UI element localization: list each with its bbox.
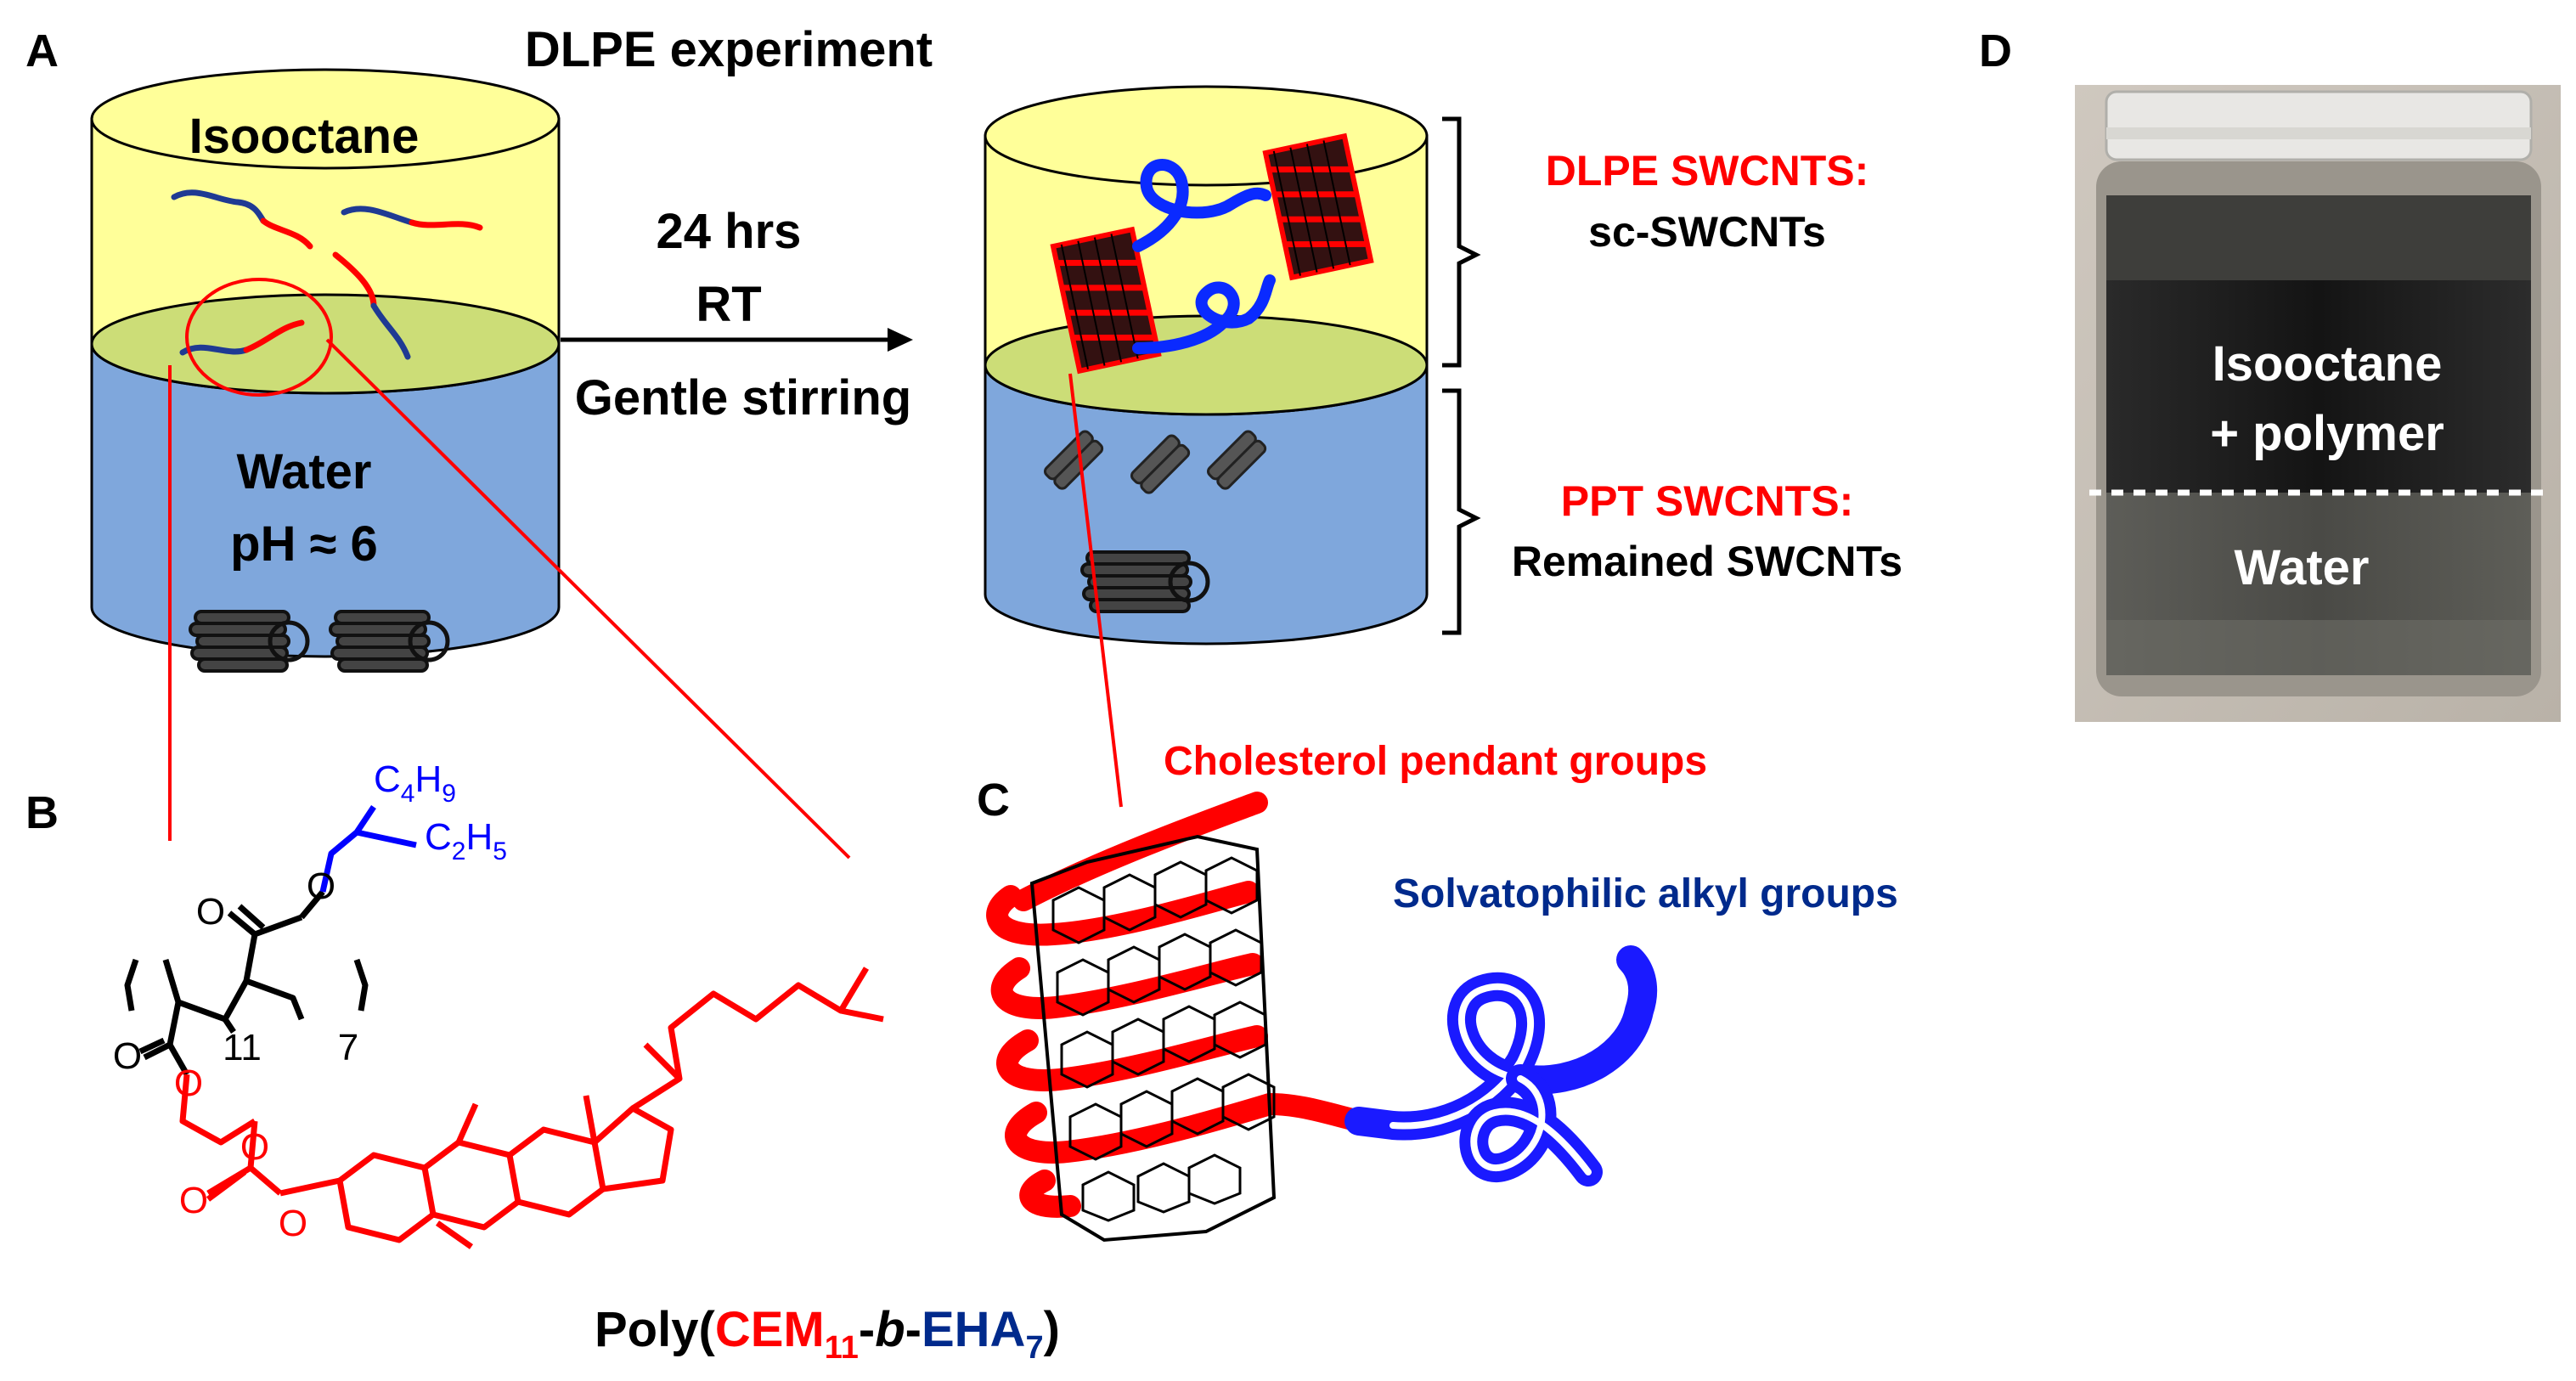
name-prefix: Poly( — [595, 1302, 715, 1357]
name-cem: CEM — [715, 1302, 825, 1357]
name-dash1: - — [859, 1302, 875, 1357]
substituent-c4h9: C4H9 — [374, 758, 456, 808]
dlpe-result-title: DLPE SWCNTS: — [1546, 147, 1869, 194]
c4h9-n: 4 — [401, 780, 415, 808]
atom-o-carbonyl-top: O — [196, 891, 225, 933]
photo-top-line2: + polymer — [2210, 406, 2444, 461]
repeat-count-7: 7 — [338, 1027, 358, 1068]
atom-o-ring: O — [279, 1203, 307, 1244]
photo-bottom: Water — [2235, 540, 2370, 595]
panel-label-a: A — [25, 25, 59, 76]
c2h5-n: 2 — [452, 837, 466, 865]
atom-o-carbonate: O — [179, 1180, 208, 1221]
phase-brackets — [1442, 116, 1481, 635]
ppt-result-sub: Remained SWCNTs — [1512, 538, 1902, 585]
c2h5-m: 5 — [493, 837, 507, 865]
dlpe-result-sub: sc-SWCNTs — [1588, 208, 1826, 256]
atom-o-carbonyl-left: O — [113, 1035, 142, 1077]
name-cem-sub: 11 — [825, 1330, 859, 1366]
chemical-structure — [124, 805, 884, 1249]
arrow-label-time: 24 hrs — [657, 204, 802, 259]
atom-o-ester-top: O — [307, 865, 335, 907]
atom-o-ether: O — [240, 1126, 269, 1168]
name-eha-sub: 7 — [1025, 1330, 1043, 1366]
arrow-label-stirring: Gentle stirring — [575, 370, 911, 426]
left-beaker-water-label: Water — [237, 444, 372, 499]
panel-label-d: D — [1979, 25, 2012, 76]
left-beaker-ph-label: pH ≈ 6 — [230, 516, 378, 572]
c2h5-c: C — [425, 816, 452, 858]
polymer-name: Poly(CEM11-b-EHA7) — [595, 1302, 1060, 1366]
arrow-label-temp: RT — [696, 277, 761, 332]
ppt-result-title: PPT SWCNTS: — [1561, 477, 1853, 525]
c4h9-m: 9 — [442, 780, 456, 808]
substituent-c2h5: C2H5 — [425, 816, 507, 865]
c4h9-h: H — [414, 758, 442, 800]
name-b: b — [875, 1302, 905, 1357]
photo-top-line1: Isooctane — [2212, 336, 2443, 392]
name-eha: EHA — [922, 1302, 1025, 1357]
c2h5-h: H — [465, 816, 493, 858]
atom-o-ester-left: O — [174, 1063, 203, 1104]
c4h9-c: C — [374, 758, 401, 800]
left-beaker: Isooctane Water pH ≈ 6 — [90, 68, 561, 673]
name-dash2: - — [905, 1302, 922, 1357]
figure-title: DLPE experiment — [525, 22, 933, 77]
right-beaker — [984, 85, 1429, 645]
jar-photo: Isooctane + polymer Water — [2075, 85, 2561, 722]
structure-atoms: O O O O O O O C4H9 C2H5 11 7 Poly(CEM11-… — [113, 758, 1060, 1366]
reaction-arrow: 24 hrs RT Gentle stirring — [561, 204, 913, 426]
cholesterol-label: Cholesterol pendant groups — [1164, 739, 1707, 784]
wrapped-nanotube — [986, 792, 1658, 1243]
callout-lines — [168, 338, 1123, 860]
panel-label-b: B — [25, 787, 59, 838]
repeat-count-11: 11 — [223, 1027, 262, 1068]
name-suffix: ) — [1044, 1302, 1060, 1357]
left-beaker-top-label: Isooctane — [189, 109, 420, 164]
alkyl-label: Solvatophilic alkyl groups — [1393, 871, 1898, 916]
panel-label-c: C — [977, 775, 1010, 826]
